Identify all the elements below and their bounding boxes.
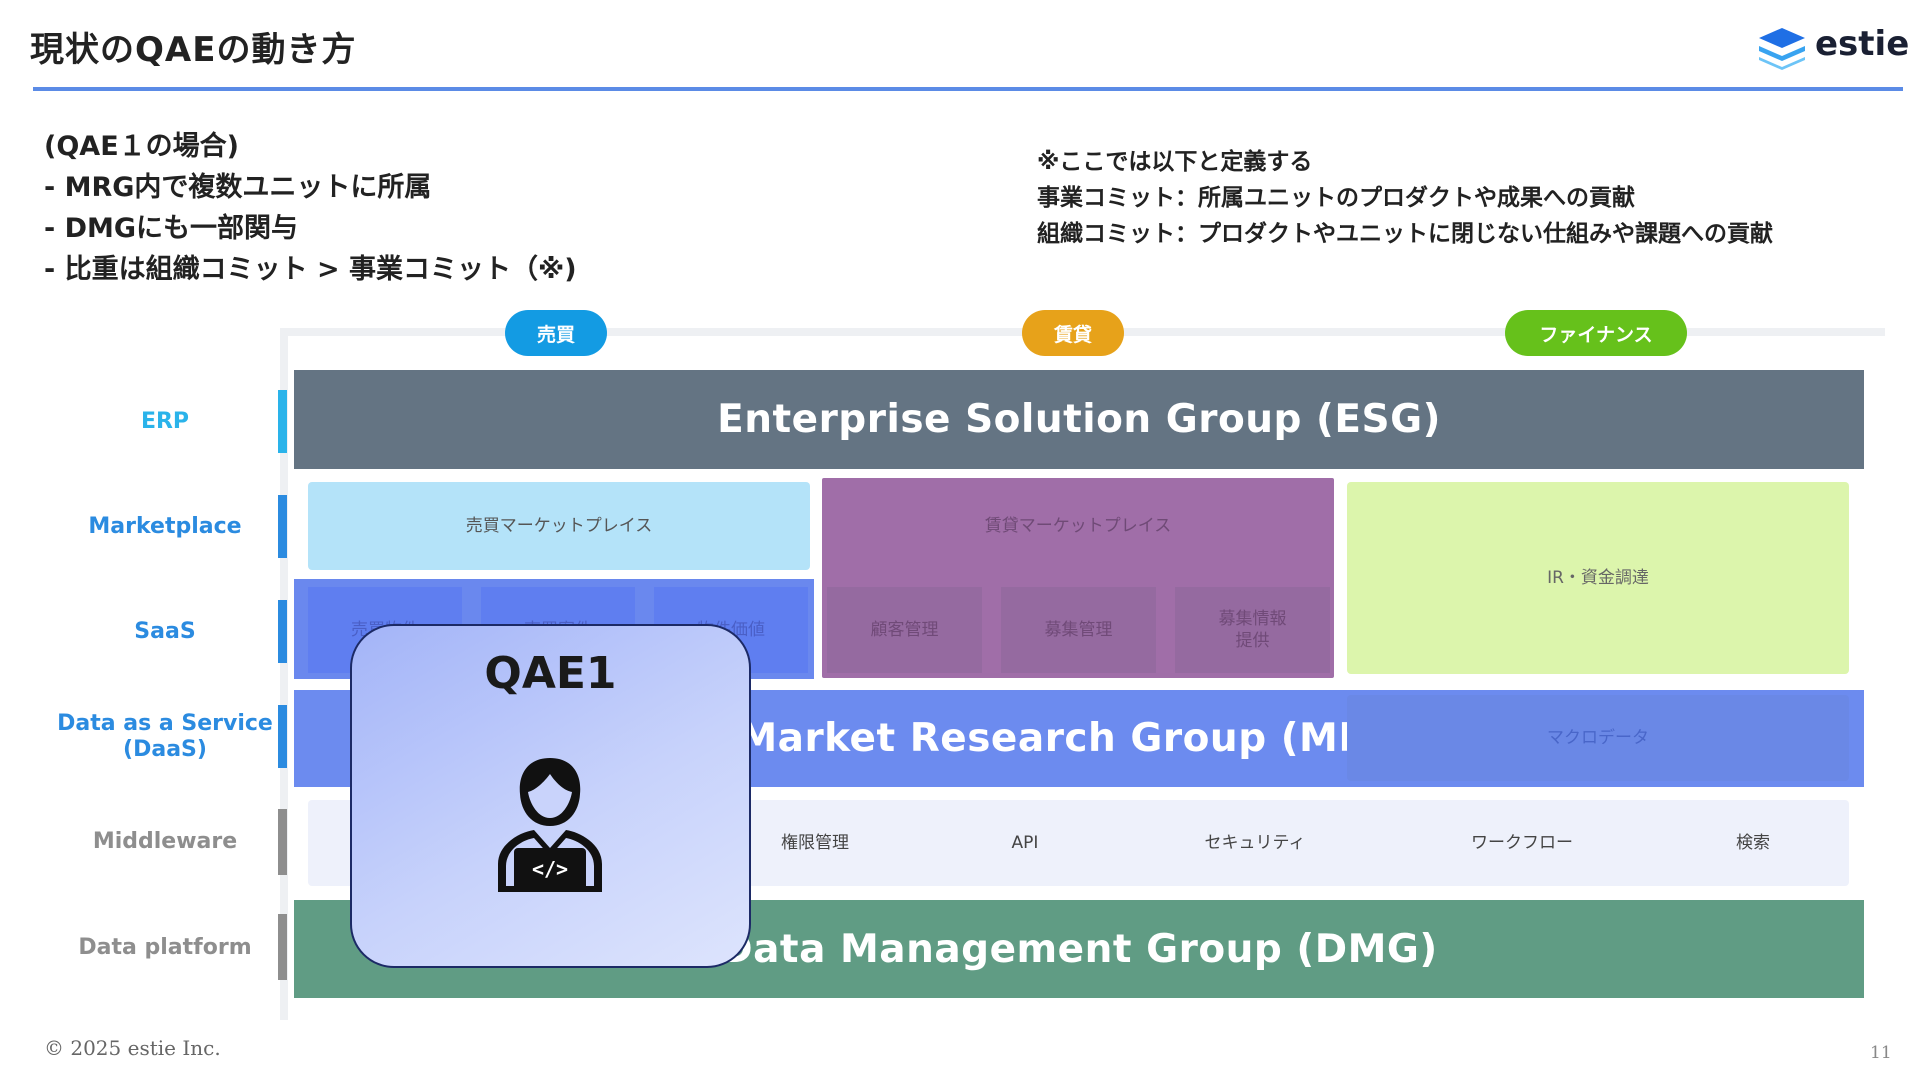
qae1-label: QAE1 [484,648,617,699]
layer-label-data-platform: Data platform [78,935,252,960]
layer-label-middleware: Middleware [92,829,238,854]
definition-heading: ※ここでは以下と定義する [1037,149,1313,175]
layer-label-marketplace: Marketplace [88,514,242,539]
cell-api: API [1011,833,1039,853]
layer-bar-marketplace [278,495,287,558]
case-note-heading: (QAE１の場合) [44,131,239,162]
esg-band-label: Enterprise Solution Group (ESG) [717,397,1441,442]
domain-pill-sale: 売買 [505,310,607,356]
layer-bar-middleware [278,809,287,875]
estie-logo: estie [1755,24,1909,70]
cell-rent-marketplace: 賃貸マーケットプレイス [984,516,1172,536]
cell-permission-management: 権限管理 [781,833,849,853]
copyright: © 2025 estie Inc. [44,1036,221,1060]
layer-bar-data-platform [278,914,287,980]
esg-band: Enterprise Solution Group (ESG) [294,370,1864,469]
cell-customer-management: 顧客管理 [827,587,982,673]
layer-bar-saas [278,600,287,663]
mrg-band-label: Market Research Group (MRG) [738,716,1420,761]
page-number: 11 [1870,1043,1892,1063]
layer-bar-erp [278,390,287,453]
case-note-item: - 比重は組織コミット > 事業コミット（※) [44,254,577,285]
cell-search: 検索 [1736,833,1770,853]
cell-workflow: ワークフロー [1471,833,1573,853]
slide-title: 現状のQAEの動き方 [30,30,357,70]
dmg-band-label: Data Management Group (DMG) [720,926,1438,972]
cell-macro-data: マクロデータ [1347,695,1849,781]
developer-person-icon: </> [498,758,602,892]
layer-label-erp: ERP [140,409,190,434]
case-note-item: - DMGにも一部関与 [44,213,299,244]
cell-finance-ir: IR・資金調達 [1347,482,1849,674]
title-underline [33,87,1903,91]
qae1-card: QAE1 </> [350,624,751,968]
logo-wordmark: estie [1815,24,1910,64]
qae-case-notes: (QAE１の場合) - MRG内で複数ユニットに所属 - DMGにも一部関与 -… [44,126,577,290]
definition-business-commit: 事業コミット：所属ユニットのプロダクトや成果への貢献 [1037,185,1635,211]
domain-pill-finance: ファイナンス [1505,310,1687,356]
svg-text:</>: </> [532,857,568,881]
domain-pill-rent: 賃貸 [1022,310,1124,356]
definition-org-commit: 組織コミット：プロダクトやユニットに閉じない仕組みや課題への貢献 [1037,221,1773,247]
cell-listing-management: 募集管理 [1001,587,1156,673]
diagram-frame-left [280,328,288,1020]
layer-label-saas: SaaS [134,619,196,644]
layer-bar-daas [278,705,287,768]
cell-listing-info: 募集情報 提供 [1175,587,1330,673]
definitions-note: ※ここでは以下と定義する 事業コミット：所属ユニットのプロダクトや成果への貢献 … [1037,144,1773,252]
estie-logo-icon [1759,28,1805,70]
layer-label-daas: Data as a Service (DaaS) [57,711,273,762]
cell-security: セキュリティ [1204,833,1306,853]
cell-sale-marketplace: 売買マーケットプレイス [308,482,810,570]
case-note-item: - MRG内で複数ユニットに所属 [44,172,432,203]
